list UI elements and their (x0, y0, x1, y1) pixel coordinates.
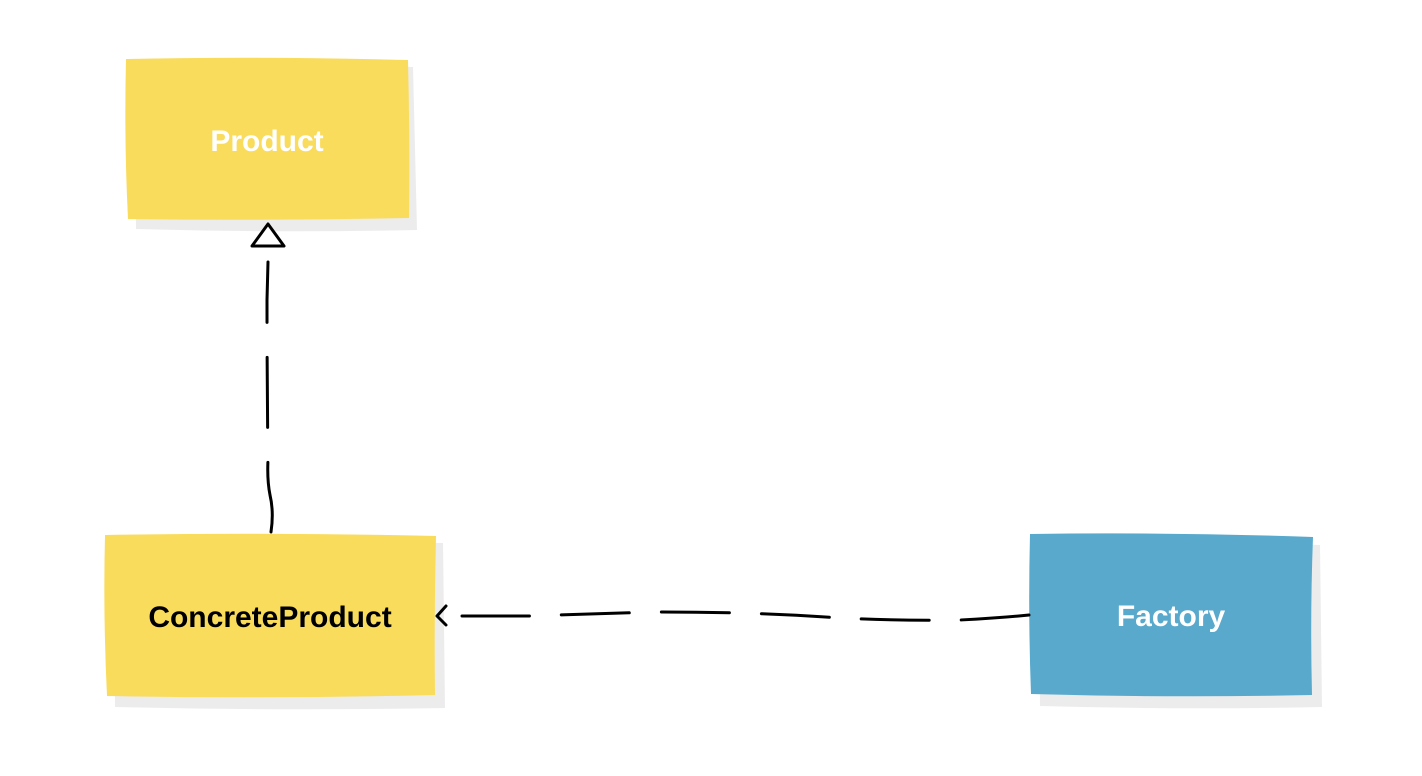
product-box (125, 57, 410, 220)
dependency-line (460, 610, 1031, 622)
product-label: Product (210, 125, 323, 158)
factory-label: Factory (1117, 600, 1226, 633)
factory-node[interactable]: Factory (1029, 533, 1322, 709)
concrete-product-label: ConcreteProduct (148, 601, 391, 634)
dependency-edge (435, 604, 1031, 627)
open-chevron-arrowhead (435, 604, 448, 627)
factory-box (1029, 533, 1313, 697)
product-node[interactable]: Product (125, 57, 417, 232)
concrete-product-node[interactable]: ConcreteProduct (104, 533, 445, 710)
realization-edge (250, 222, 286, 534)
hollow-triangle-arrowhead (250, 222, 286, 248)
concrete-product-box (104, 533, 436, 698)
realization-line (265, 260, 274, 534)
